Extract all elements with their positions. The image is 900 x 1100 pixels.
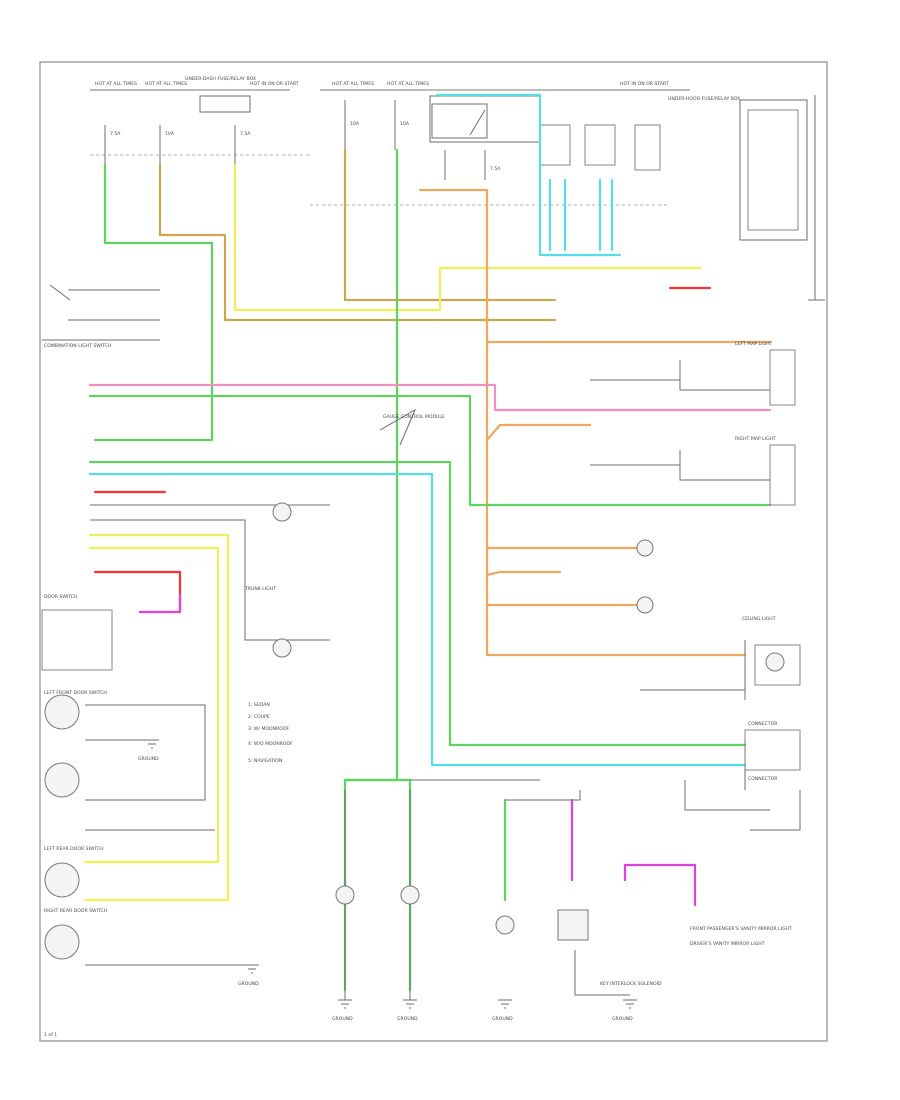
- wire-green: [88, 394, 772, 507]
- legend-item: 5: NAVIGATION: [248, 758, 282, 764]
- wire-tan: [343, 148, 557, 302]
- map-light-connector: [769, 444, 796, 506]
- trunk-light-bulb: [272, 638, 292, 658]
- switch-contact: [49, 284, 71, 301]
- fuse-label: HOT AT ALL TIMES: [145, 81, 187, 87]
- fuse-rating: 10A: [165, 131, 175, 137]
- wire-tan: [158, 163, 557, 322]
- left-mirror-bulb: [335, 885, 355, 905]
- label-door-switch: DOOR SWITCH: [44, 594, 77, 600]
- label-key-interlock-solenoid: KEY INTERLOCK SOLENOID: [600, 981, 662, 987]
- fuse-label: HOT IN ON OR START: [620, 81, 669, 87]
- key-interlock-solenoid: [557, 909, 589, 941]
- label-left-front-door-switch: LEFT FRONT DOOR SWITCH: [44, 690, 107, 696]
- fuse-label: HOT AT ALL TIMES: [332, 81, 374, 87]
- wire-cyan: [88, 472, 747, 767]
- wire-magenta: [623, 863, 697, 907]
- legend-item: 2: COUPE: [248, 714, 270, 720]
- wires: [83, 93, 772, 992]
- fuse-label: HOT IN ON OR START: [250, 81, 299, 87]
- label-ground: GROUND: [138, 756, 159, 762]
- ceiling-light-bulb: [495, 915, 515, 935]
- fuse-label: UNDER-DASH FUSE/RELAY BOX: [185, 76, 256, 82]
- wire-magenta: [138, 593, 182, 614]
- wire-yellow: [83, 533, 230, 902]
- left-rear-door-light-bulb: [44, 762, 80, 798]
- component-labels: COMBINATION LIGHT SWITCH DOOR SWITCH LEF…: [44, 341, 792, 1022]
- fuse-box: [90, 89, 825, 301]
- left-front-door-light-bulb: [44, 694, 80, 730]
- legend-item: 3: W/ MOONROOF: [248, 726, 290, 732]
- label-driver-vanity-mirror-light: DRIVER'S VANITY MIRROR LIGHT: [690, 941, 765, 947]
- label-ground: GROUND: [332, 1016, 353, 1022]
- label-ground: GROUND: [612, 1016, 633, 1022]
- diagram-frame: [39, 61, 828, 1042]
- label-combination-light-switch: COMBINATION LIGHT SWITCH: [44, 343, 111, 349]
- ground-symbols: [145, 739, 637, 1009]
- fuse-rating: 7.5A: [240, 131, 251, 137]
- interlock-switch-symbol: [379, 408, 417, 446]
- fuse-rating: 7.5A: [490, 166, 501, 172]
- wire-orange: [485, 423, 592, 442]
- right-mirror-bulb: [400, 885, 420, 905]
- fuse-labels: HOT AT ALL TIMES HOT AT ALL TIMES UNDER-…: [95, 76, 740, 172]
- left-rear-door-switch: [44, 862, 80, 898]
- wire-red: [93, 570, 182, 612]
- label-connector: CONNECTOR: [748, 721, 778, 727]
- label-ground: GROUND: [397, 1016, 418, 1022]
- map-light-connector: [769, 349, 796, 406]
- right-rear-door-switch: [44, 924, 80, 960]
- label-gauge-control-module: GAUGE CONTROL MODULE: [383, 414, 445, 420]
- fuse-label: HOT AT ALL TIMES: [95, 81, 137, 87]
- door-switch-box: [41, 609, 113, 671]
- label-left-rear-door-switch: LEFT REAR DOOR SWITCH: [44, 846, 104, 852]
- ceiling-light-box: [754, 644, 801, 686]
- label-left-map-light: LEFT MAP LIGHT: [735, 341, 773, 347]
- label-right-rear-door-switch: RIGHT REAR DOOR SWITCH: [44, 908, 107, 914]
- legend-item: 1: SEDAN: [248, 702, 270, 708]
- left-map-light-bulb: [636, 539, 654, 557]
- wire-orange: [485, 188, 747, 657]
- trunk-light-bulb: [272, 502, 292, 522]
- fuse-rating: 10A: [400, 121, 410, 127]
- fuse-rating: 10A: [350, 121, 360, 127]
- right-map-light-bulb: [636, 596, 654, 614]
- fuse-rating: 7.5A: [110, 131, 121, 137]
- wire-yellow: [83, 546, 220, 864]
- fuse-block-title: UNDER-HOOD FUSE/RELAY BOX: [668, 96, 740, 102]
- legend: 1: SEDAN 2: COUPE 3: W/ MOONROOF 4: W/O …: [248, 702, 293, 764]
- wire-cyan: [435, 93, 622, 257]
- label-front-passenger-vanity-mirror-light: FRONT PASSENGER'S VANITY MIRROR LIGHT: [690, 926, 792, 932]
- legend-item: 4: W/O MOONROOF: [248, 741, 293, 747]
- wire-yellow: [233, 163, 702, 312]
- wire-orange: [485, 570, 562, 577]
- wire-green: [88, 460, 747, 747]
- wire-green: [343, 148, 399, 992]
- wire-green: [93, 163, 214, 442]
- label-trunk-light: TRUNK LIGHT: [244, 586, 276, 592]
- connector-box: [744, 729, 801, 771]
- label-ground: GROUND: [238, 981, 259, 987]
- ceiling-light-bulb: [765, 652, 785, 672]
- label-ground: GROUND: [492, 1016, 513, 1022]
- component-symbols: [41, 284, 801, 960]
- wire-pink: [88, 383, 772, 412]
- label-ceiling-light: CEILING LIGHT: [742, 616, 776, 622]
- fuse-label: HOT AT ALL TIMES: [387, 81, 429, 87]
- page-code: 1 of 1: [44, 1032, 57, 1038]
- black-wires: [42, 289, 801, 1000]
- label-connector: CONNECTOR: [748, 776, 778, 782]
- label-right-map-light: RIGHT MAP LIGHT: [735, 436, 776, 442]
